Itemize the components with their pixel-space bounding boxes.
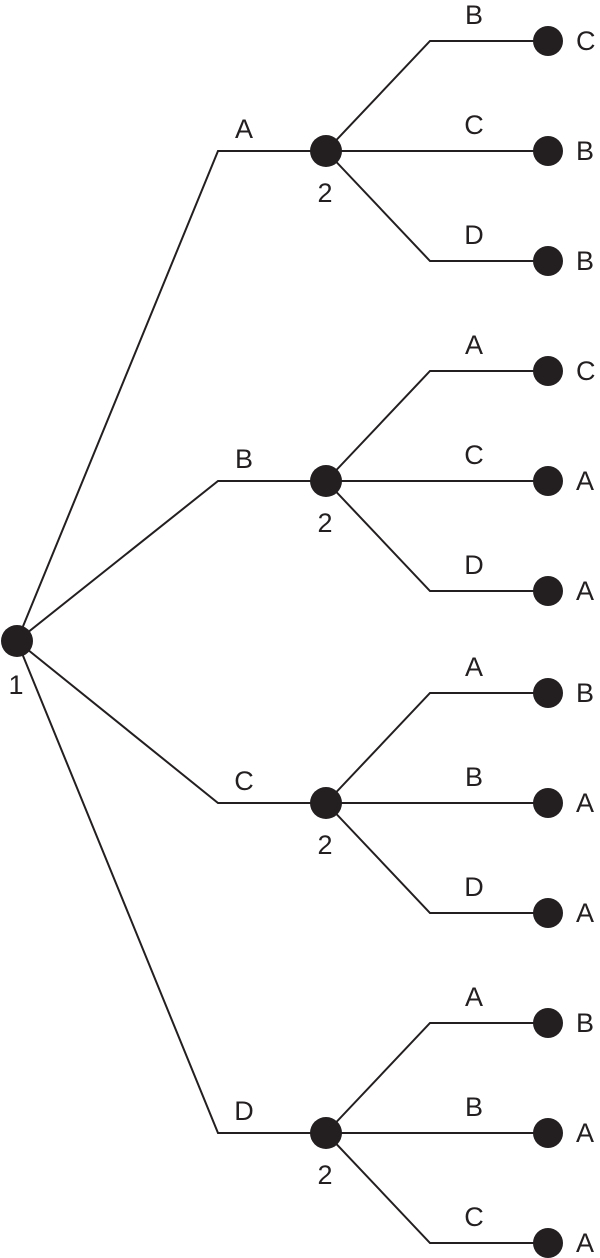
leaf-label-2-1: C: [576, 356, 596, 386]
player-node-label-2: 2: [317, 508, 332, 538]
leaf-node-2-2: [533, 466, 563, 496]
leaf-label-1-1: C: [576, 26, 596, 56]
edge-label-4-2: B: [465, 1092, 483, 1122]
leaf-node-3-2: [533, 788, 563, 818]
edge-node-to-leaf-1-3: [325, 150, 548, 262]
edge-root-to-node-3: [16, 640, 326, 804]
edge-node-to-leaf-2-1: [325, 370, 548, 482]
leaf-node-2-3: [533, 576, 563, 606]
edge-root-to-node-4: [16, 640, 326, 1134]
edge-node-to-leaf-3-3: [325, 802, 548, 914]
leaf-node-3-3: [533, 898, 563, 928]
leaf-label-2-3: A: [576, 576, 594, 606]
player-node-1: [310, 135, 342, 167]
edge-node-to-leaf-4-3: [325, 1132, 548, 1244]
leaf-node-1-3: [533, 246, 563, 276]
leaf-label-1-3: B: [576, 246, 594, 276]
player-node-label-4: 2: [317, 1160, 332, 1190]
player-node-4: [310, 1117, 342, 1149]
edge-label-2-3: D: [464, 550, 484, 580]
edge-root-to-node-2: [16, 480, 326, 642]
edge-label-3-3: D: [464, 872, 484, 902]
leaf-node-4-1: [533, 1008, 563, 1038]
edge-label-4: D: [234, 1096, 254, 1126]
tree-nodes: [1, 26, 563, 1258]
player-node-label-1: 2: [317, 178, 332, 208]
edge-node-to-leaf-4-1: [325, 1022, 548, 1134]
edge-label-1: A: [235, 114, 253, 144]
edge-label-1-1: B: [465, 0, 483, 30]
leaf-node-1-2: [533, 136, 563, 166]
leaf-label-1-2: B: [576, 136, 594, 166]
leaf-label-4-2: A: [576, 1118, 594, 1148]
edge-label-2-2: C: [464, 440, 484, 470]
leaf-label-2-2: A: [576, 466, 594, 496]
edge-label-3: C: [234, 766, 254, 796]
leaf-node-2-1: [533, 356, 563, 386]
root-node-label: 1: [8, 670, 23, 700]
player-node-2: [310, 465, 342, 497]
leaf-label-3-1: B: [576, 678, 594, 708]
tree-edges: [16, 40, 548, 1244]
leaf-label-3-2: A: [576, 788, 594, 818]
edge-label-2-1: A: [465, 330, 483, 360]
edge-node-to-leaf-2-3: [325, 480, 548, 592]
edge-label-1-3: D: [464, 220, 484, 250]
leaf-node-4-3: [533, 1228, 563, 1258]
player-node-3: [310, 787, 342, 819]
edge-node-to-leaf-1-1: [325, 40, 548, 152]
leaf-node-3-1: [533, 678, 563, 708]
player-node-label-3: 2: [317, 830, 332, 860]
leaf-label-3-3: A: [576, 898, 594, 928]
edge-label-2: B: [235, 444, 253, 474]
leaf-node-1-1: [533, 26, 563, 56]
edge-root-to-node-1: [16, 150, 326, 642]
leaf-label-4-1: B: [576, 1008, 594, 1038]
edge-label-4-3: C: [464, 1202, 484, 1232]
edge-label-3-1: A: [465, 652, 483, 682]
root-node: [1, 625, 33, 657]
leaf-label-4-3: A: [576, 1228, 594, 1258]
edge-label-4-1: A: [465, 982, 483, 1012]
leaf-node-4-2: [533, 1118, 563, 1148]
edge-label-3-2: B: [465, 762, 483, 792]
edge-label-1-2: C: [464, 110, 484, 140]
edge-node-to-leaf-3-1: [325, 692, 548, 804]
